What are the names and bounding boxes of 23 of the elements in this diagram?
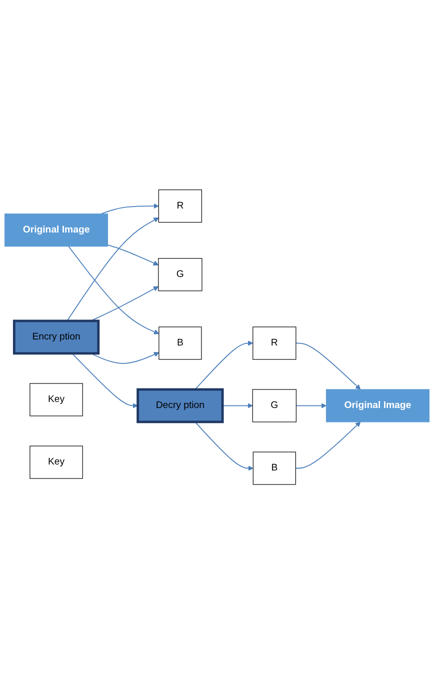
arrow [100, 204, 159, 215]
node-box: G [158, 258, 202, 292]
arrow [66, 218, 159, 322]
arrow [72, 353, 138, 409]
arrow [68, 246, 160, 335]
node-box: B [158, 326, 202, 360]
node-box: Original Image [4, 214, 108, 247]
node-box: Key [30, 384, 83, 417]
node-box: R [158, 190, 202, 223]
node-box: Decry ption [136, 388, 224, 424]
arrow [296, 403, 326, 409]
node-box: R [252, 326, 296, 360]
node-box: Original Image [326, 390, 430, 423]
arrow [295, 343, 361, 390]
arrow [222, 403, 253, 409]
node-box: Encry ption [12, 320, 100, 355]
arrow [107, 244, 159, 266]
arrow [194, 422, 254, 472]
arrow [295, 422, 361, 470]
arrow [194, 340, 254, 390]
node-box: G [252, 390, 296, 423]
node-box: Key [30, 446, 83, 480]
node-box: B [252, 452, 296, 486]
